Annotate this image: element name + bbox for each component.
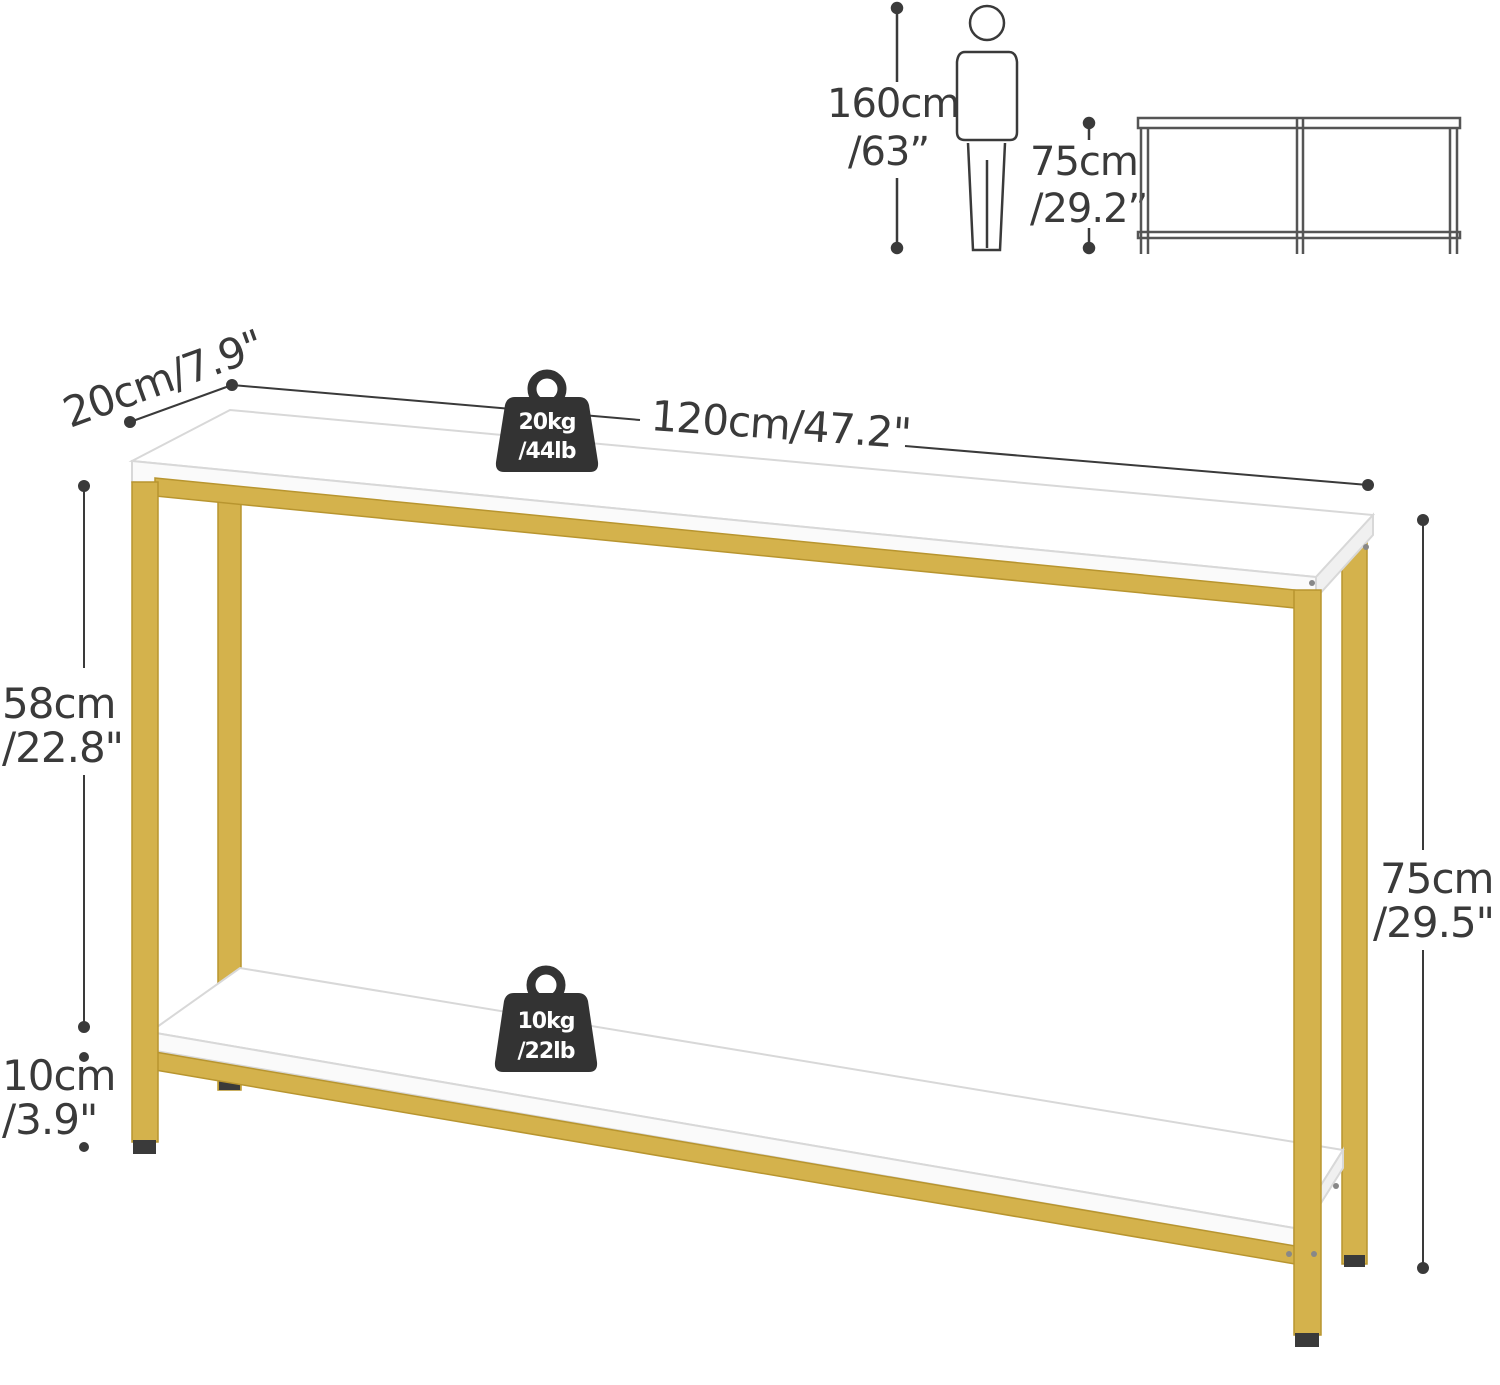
- front-left-foot: [133, 1140, 156, 1154]
- person-height-inch-label: /63”: [848, 129, 929, 175]
- back-right-leg: [1341, 539, 1368, 1265]
- clearance-height-label: 58cm: [2, 679, 115, 728]
- clearance-height-line: [78, 480, 90, 1033]
- bottom-gap-label: 10cm: [2, 1051, 115, 1100]
- front-right-foot: [1295, 1333, 1319, 1347]
- table-height-line: [1082, 116, 1096, 255]
- person-height-line: [890, 1, 904, 255]
- total-height-label: 75cm: [1380, 854, 1493, 903]
- scale-reference: 160cm /63” 75cm /29.2”: [827, 1, 1462, 255]
- table-height-inch-label: /29.2”: [1030, 186, 1147, 232]
- top-load-badge: 20kg /44lb: [495, 369, 599, 472]
- top-load-lb: /44lb: [519, 439, 576, 464]
- bottom-load-badge: 10kg /22lb: [494, 965, 598, 1072]
- bottom-load-kg: 10kg: [518, 1009, 575, 1034]
- width-label: 120cm/47.2": [649, 391, 912, 458]
- front-right-leg: [1293, 589, 1322, 1336]
- person-height-label: 160cm: [827, 81, 959, 127]
- table-height-label: 75cm: [1030, 139, 1138, 185]
- top-load-kg: 20kg: [519, 410, 576, 435]
- front-left-leg: [131, 481, 159, 1143]
- total-height-line: [1417, 514, 1429, 1274]
- bottom-load-lb: /22lb: [518, 1039, 575, 1064]
- total-height-inch-label: /29.5": [1373, 898, 1494, 947]
- weight-icon: [494, 965, 598, 1072]
- clearance-height-inch-label: /22.8": [2, 723, 123, 772]
- person-icon: [955, 4, 1019, 252]
- screws: [1286, 544, 1369, 1257]
- bottom-shelf-board: [147, 966, 1345, 1250]
- console-table: [128, 408, 1376, 1347]
- bottom-gap-line: [79, 1052, 89, 1152]
- weight-icon: [495, 369, 599, 472]
- back-right-foot: [1344, 1255, 1365, 1267]
- bottom-gap-inch-label: /3.9": [2, 1095, 97, 1144]
- table-outline-icon: [1136, 116, 1462, 254]
